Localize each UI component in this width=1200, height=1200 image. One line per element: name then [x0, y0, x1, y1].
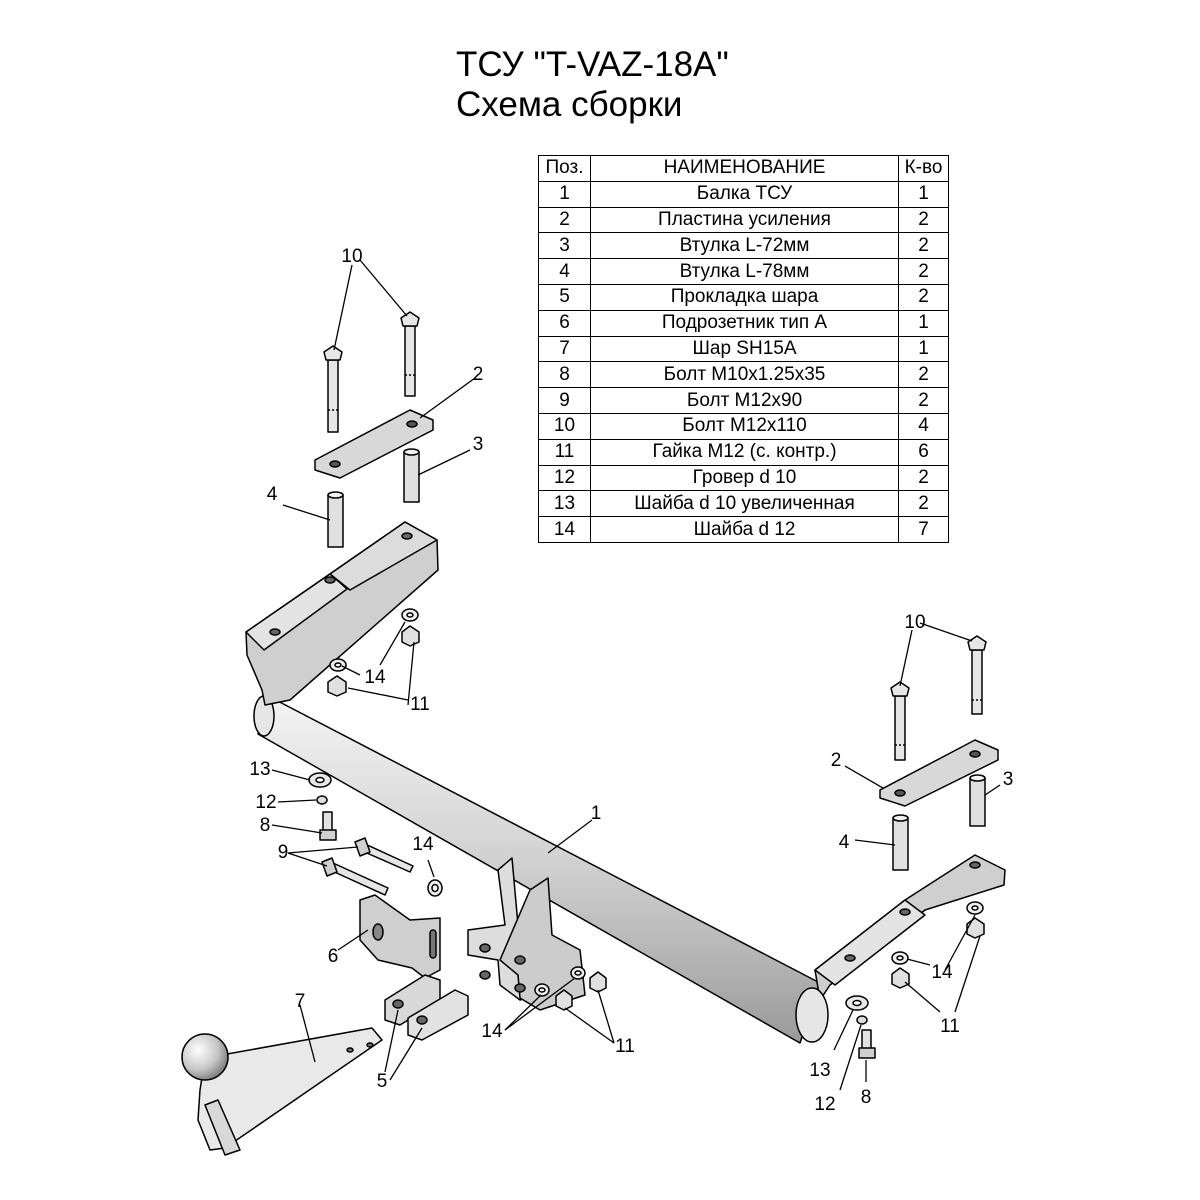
left-sleeve-3 [403, 451, 420, 503]
callout-label: 1 [591, 803, 602, 824]
callout-label: 11 [940, 1016, 960, 1037]
grover-12-left [316, 795, 328, 805]
ball-spacers-5 [384, 974, 469, 1041]
header-qty: К-во [898, 155, 949, 182]
cell-pos: 6 [538, 309, 591, 337]
washer-13-right [845, 995, 869, 1011]
bolt-8-left [319, 811, 337, 841]
callout-label: 10 [904, 612, 925, 633]
cell-name: Гровер d 10 [590, 464, 899, 492]
cell-pos: 4 [538, 258, 591, 285]
callout-label: 11 [615, 1036, 635, 1057]
washer-13-left [308, 772, 332, 788]
cell-pos: 13 [538, 490, 591, 518]
cell-name: Шайба d 10 увеличенная [590, 490, 899, 518]
bolts-9 [321, 837, 414, 896]
cell-qty: 1 [898, 335, 949, 363]
left-sleeve-4 [327, 494, 344, 548]
callout-label: 13 [809, 1060, 830, 1081]
right-bolts-10 [890, 635, 987, 761]
cell-pos: 10 [538, 412, 591, 440]
callout-label: 6 [328, 946, 339, 967]
callout-label: 2 [473, 364, 484, 385]
bolt-8-right [858, 1029, 876, 1059]
right-sleeve-3 [969, 777, 986, 827]
callout-label: 10 [341, 246, 362, 267]
left-bolts-10 [323, 311, 420, 433]
cell-qty: 1 [898, 180, 949, 208]
diagram-title: ТСУ "T-VAZ-18A" [456, 45, 729, 84]
callout-label: 14 [481, 1021, 503, 1042]
cell-name: Болт М10х1.25х35 [590, 361, 899, 389]
washer-14-center [427, 879, 443, 897]
cell-pos: 5 [538, 283, 591, 311]
callout-label: 14 [364, 667, 386, 688]
right-sleeve-4 [892, 817, 909, 871]
callout-label: 3 [473, 434, 484, 455]
cell-qty: 4 [898, 412, 949, 440]
callout-label: 3 [1003, 769, 1014, 790]
callout-label: 7 [295, 991, 306, 1012]
cell-qty: 2 [898, 206, 949, 234]
cell-name: Болт М12х90 [590, 387, 899, 414]
center-nuts-washers [534, 966, 607, 1011]
callout-label: 8 [861, 1087, 872, 1108]
callout-label: 14 [412, 834, 434, 855]
right-nuts-washers [891, 901, 985, 989]
leader-lines [271, 259, 1001, 1091]
callout-label: 2 [831, 750, 842, 771]
right-plate-2 [879, 739, 999, 807]
left-plate-2 [314, 409, 434, 479]
callout-label: 12 [255, 792, 276, 813]
cell-name: Прокладка шара [590, 283, 899, 311]
cell-name: Шар SH15A [590, 335, 899, 363]
main-beam [245, 521, 1006, 1044]
cell-pos: 11 [538, 438, 591, 466]
callout-label: 11 [410, 694, 430, 715]
socket-plate-6 [359, 894, 441, 979]
header-pos: Поз. [538, 155, 591, 182]
callout-label: 4 [267, 484, 278, 505]
cell-pos: 3 [538, 232, 591, 260]
callout-label: 14 [931, 962, 953, 983]
callout-label: 4 [839, 832, 850, 853]
tow-ball-7 [181, 1027, 383, 1156]
cell-qty: 2 [898, 283, 949, 311]
callout-label: 12 [814, 1094, 835, 1115]
grover-12-right [856, 1015, 868, 1025]
cell-pos: 14 [538, 516, 591, 543]
cell-qty: 7 [898, 516, 949, 543]
cell-pos: 7 [538, 335, 591, 363]
callout-label: 9 [278, 842, 289, 863]
cell-qty: 2 [898, 258, 949, 285]
cell-name: Втулка L-78мм [590, 258, 899, 285]
left-nuts-washers [327, 608, 420, 697]
callout-label: 8 [260, 815, 271, 836]
cell-qty: 2 [898, 361, 949, 389]
callout-label: 13 [249, 759, 270, 780]
callout-label: 5 [377, 1071, 388, 1092]
cell-pos: 8 [538, 361, 591, 389]
diagram-subtitle: Схема сборки [456, 85, 683, 124]
cell-name: Шайба d 12 [590, 516, 899, 543]
cell-qty: 2 [898, 490, 949, 518]
